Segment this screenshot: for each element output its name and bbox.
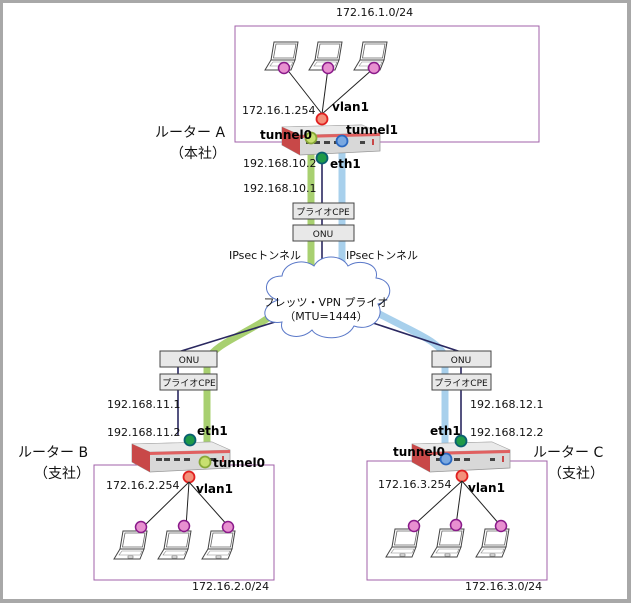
cpe-box-c: プライオCPE <box>431 373 492 391</box>
cpe-ip-b: 192.168.11.1 <box>107 398 180 411</box>
eth-port-c-icon <box>454 434 468 448</box>
tunnel1-port-a-icon <box>335 134 349 148</box>
pc-port-icon <box>407 519 421 533</box>
wan-line-c-cloud <box>369 321 462 353</box>
tunnel0-label-c: tunnel0 <box>393 445 445 459</box>
lan-net-c: 172.16.3.0/24 <box>465 580 542 593</box>
onu-box-a: ONU <box>292 224 355 242</box>
laptop-icon <box>201 530 236 560</box>
vlan-port-a-icon <box>315 112 329 126</box>
cpe-label-b: プライオCPE <box>162 378 216 389</box>
lan-ip-c: 172.16.3.254 <box>378 478 451 491</box>
cpe-box-b: プライオCPE <box>159 373 218 391</box>
vlan-label-c: vlan1 <box>468 481 505 495</box>
tunnel1-label-a: tunnel1 <box>346 123 398 137</box>
router-b-name: ルーター B <box>18 445 88 461</box>
eth-port-b-icon <box>183 433 197 447</box>
laptop-icon <box>430 528 465 558</box>
cpe-box-a: プライオCPE <box>292 202 355 220</box>
eth-label-b: eth1 <box>197 424 228 438</box>
eth-label-a: eth1 <box>330 157 361 171</box>
tunnel0-port-b-icon <box>198 455 212 469</box>
onu-box-b: ONU <box>159 350 218 368</box>
vlan-label-a: vlan1 <box>332 100 369 114</box>
wan-ip-a: 192.168.10.2 <box>243 157 316 170</box>
tunnel-label-right: IPsecトンネル <box>346 249 418 262</box>
pc-port-icon <box>367 61 381 75</box>
tunnel-label-left: IPsecトンネル <box>229 249 301 262</box>
cloud-mtu-label: （MTU=1444） <box>284 310 367 323</box>
lan-box-a <box>234 25 540 143</box>
eth-port-a-icon <box>315 151 329 165</box>
cpe-ip-c: 192.168.12.1 <box>470 398 543 411</box>
pc-port-icon <box>177 519 191 533</box>
router-c-role: （支社） <box>548 466 604 482</box>
pc-port-icon <box>277 61 291 75</box>
vlan-port-c-icon <box>455 469 469 483</box>
lan-ip-b: 172.16.2.254 <box>106 479 179 492</box>
laptop-icon <box>385 528 420 558</box>
onu-label-a: ONU <box>313 230 333 240</box>
tunnel0-label-a: tunnel0 <box>260 128 312 142</box>
vpn-cloud <box>264 256 391 339</box>
cloud-label: フレッツ・VPN プライオ <box>264 296 389 309</box>
vlan-port-b-icon <box>182 470 196 484</box>
eth-label-c: eth1 <box>430 424 461 438</box>
tunnel0-port-c-icon <box>439 452 453 466</box>
vlan-label-b: vlan1 <box>196 482 233 496</box>
pc-port-icon <box>321 61 335 75</box>
wan-ip-c: 192.168.12.2 <box>470 426 543 439</box>
onu-label-c: ONU <box>451 356 471 366</box>
pc-port-icon <box>449 518 463 532</box>
cpe-ip-a: 192.168.10.1 <box>243 182 316 195</box>
wan-line-b-cloud <box>177 321 276 353</box>
lan-net-a: 172.16.1.0/24 <box>336 6 413 19</box>
pc-port-icon <box>221 520 235 534</box>
tunnel0-port-a-icon <box>304 131 318 145</box>
cpe-label-a: プライオCPE <box>296 207 350 218</box>
lan-net-b: 172.16.2.0/24 <box>192 580 269 593</box>
laptop-icon <box>157 530 192 560</box>
router-a-role: （本社） <box>170 146 226 162</box>
onu-label-b: ONU <box>179 356 199 366</box>
laptop-icon <box>475 528 510 558</box>
cpe-label-c: プライオCPE <box>434 378 488 389</box>
router-a-name: ルーター A <box>155 125 225 141</box>
laptop-icon <box>113 530 148 560</box>
router-c-name: ルーター C <box>533 445 603 461</box>
pc-port-icon <box>494 519 508 533</box>
pc-port-icon <box>134 520 148 534</box>
lan-ip-a: 172.16.1.254 <box>242 104 315 117</box>
tunnel0-label-b: tunnel0 <box>213 456 265 470</box>
wan-ip-b: 192.168.11.2 <box>107 426 180 439</box>
onu-box-c: ONU <box>431 350 492 368</box>
router-b-role: （支社） <box>34 466 90 482</box>
